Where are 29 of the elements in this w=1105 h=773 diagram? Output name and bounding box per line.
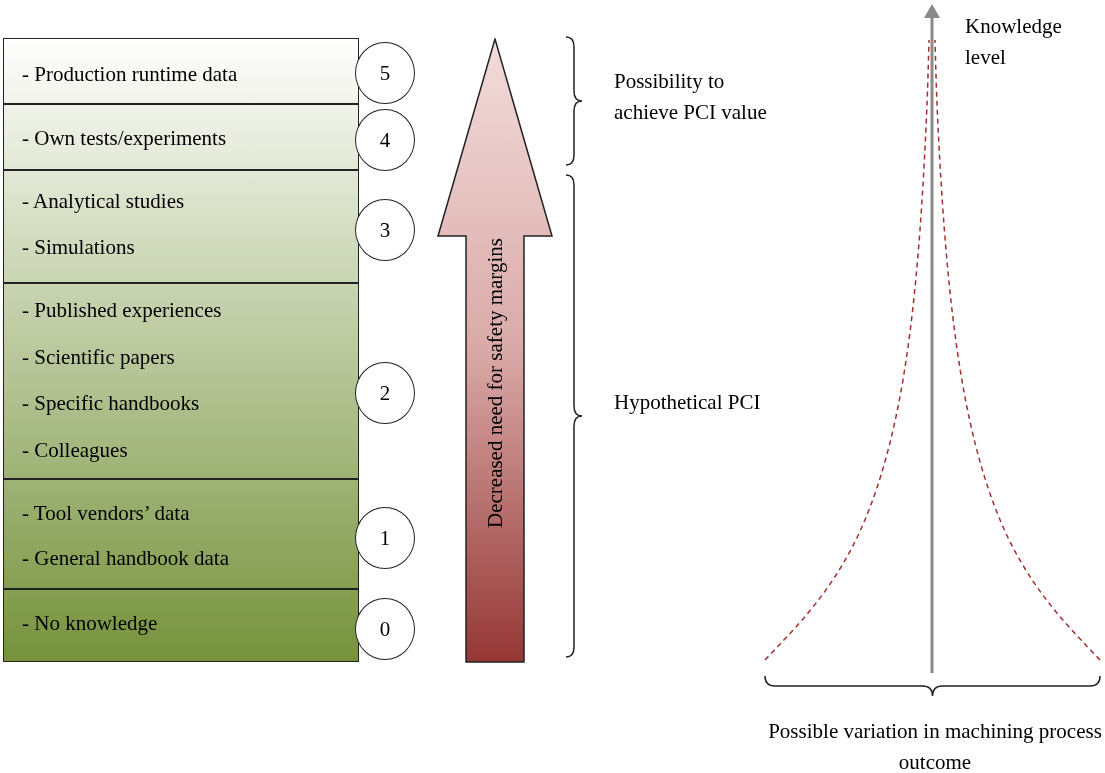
knowledge-source: - Production runtime data <box>22 62 238 86</box>
knowledge-source: - Analytical studies <box>22 189 185 213</box>
knowledge-source: - Scientific papers <box>22 345 175 369</box>
knowledge-source: - Specific handbooks <box>22 391 200 415</box>
annotation: Hypothetical PCI <box>614 389 762 416</box>
annotation: Possibility to achieve PCI value <box>614 68 768 126</box>
annotation: Possible variation in machining process outcome <box>767 718 1103 773</box>
knowledge-level-box <box>3 170 359 283</box>
level-number: 0 <box>355 598 415 660</box>
up-arrow <box>437 38 553 663</box>
level-number: 3 <box>355 199 415 261</box>
knowledge-source: - Simulations <box>22 235 135 259</box>
knowledge-level-box <box>3 479 359 589</box>
knowledge-source: - Tool vendors’ data <box>22 501 190 525</box>
annotation: Knowledge level <box>965 13 1063 71</box>
knowledge-source: - No knowledge <box>22 611 158 635</box>
knowledge-level-box <box>3 283 359 479</box>
knowledge-source: - General handbook data <box>22 546 229 570</box>
knowledge-level-box <box>3 38 359 104</box>
level-number: 5 <box>355 42 415 104</box>
knowledge-level-box <box>3 104 359 170</box>
knowledge-source: - Published experiences <box>22 298 222 322</box>
level-number: 4 <box>355 109 415 171</box>
knowledge-source: - Colleagues <box>22 438 128 462</box>
level-number: 2 <box>355 362 415 424</box>
arrow-label: Decreased need for safety margins <box>482 238 508 528</box>
knowledge-source: - Own tests/experiments <box>22 126 227 150</box>
level-number: 1 <box>355 507 415 569</box>
knowledge-level-box <box>3 589 359 662</box>
